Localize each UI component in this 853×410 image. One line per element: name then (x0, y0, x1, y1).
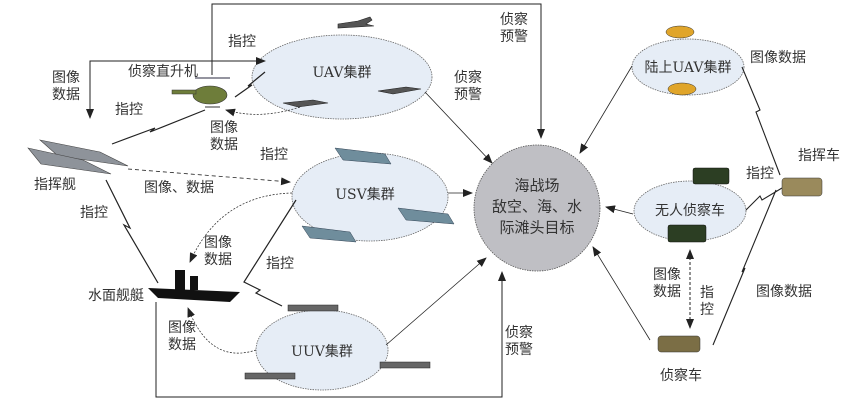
surface-vessel-icon (148, 270, 240, 302)
edge-label-image-data-7: 图像数据 (756, 284, 812, 300)
edge-label-command-4: 指控 (80, 205, 108, 221)
command-ship-label: 指挥舰 (34, 177, 76, 193)
edge-uuv-image-to-surface (187, 307, 257, 354)
edge-label-command-1: 指控 (228, 34, 256, 50)
land-uav-cluster-ellipse (631, 38, 745, 96)
recon-vehicle-icon (657, 335, 701, 353)
edge-label-recon-warning-3: 侦察预警 (505, 325, 533, 358)
edge-label-image-data-3: 图像数据 (204, 235, 232, 268)
fighter-jet-icon (282, 16, 422, 108)
recon-vehicle-label: 侦察车 (660, 368, 702, 384)
edge-usv-uuv-link (243, 199, 297, 307)
edge-label-command-2: 指控 (115, 102, 143, 118)
edge-recon-vehicle-command-vehicle (712, 189, 777, 346)
battlefield-target-circle (473, 144, 601, 272)
battlefield-target-label: 海战场 敌空、海、水 际滩头目标 (482, 176, 592, 239)
unmanned-recon-vehicle-label: 无人侦察车 (655, 203, 725, 219)
target-line-2: 敌空、海、水 (491, 197, 582, 216)
edge-label-image-comma-data: 图像、数据 (144, 180, 214, 196)
edge-label-image-data-5: 图像数据 (750, 50, 806, 66)
edge-label-recon-warning-2: 侦察预警 (454, 70, 482, 103)
land-uav-helicopter-icon (665, 25, 697, 96)
edge-ship-to-usv (127, 168, 291, 186)
target-line-1: 海战场 (514, 176, 560, 195)
command-vehicle-label: 指挥车 (798, 148, 840, 164)
edge-label-image-data-1: 图像数据 (52, 70, 80, 103)
edge-heli-uav-link (234, 71, 266, 98)
edge-command-vehicle-to-unmanned (745, 187, 783, 211)
edge-label-image-data-4: 图像数据 (168, 320, 196, 353)
edge-land-uav-command-vehicle (741, 66, 781, 176)
edge-label-command-7: 指控 (700, 285, 714, 318)
edge-label-recon-warning-1: 侦察预警 (500, 12, 528, 45)
land-uav-cluster-label: 陆上UAV集群 (644, 60, 732, 76)
usv-ship-icon (301, 147, 455, 243)
target-line-3: 际滩头目标 (499, 218, 575, 237)
command-vehicle-icon (781, 177, 823, 197)
edge-uav-to-target (424, 91, 493, 164)
recon-helicopter-icon (171, 77, 230, 108)
edge-usv-image-to-surface (189, 192, 293, 263)
edge-ship-heli-link (111, 109, 206, 145)
unmanned-recon-car-icon (667, 167, 730, 243)
surface-vessel-label: 水面舰艇 (88, 288, 144, 304)
command-ship-icon (27, 139, 129, 175)
edge-label-image-data-6: 图像数据 (653, 267, 681, 300)
edge-label-command-6: 指控 (746, 166, 774, 182)
edge-uav-image-to-heli (225, 106, 301, 117)
edge-heli-to-top (211, 3, 545, 139)
uuv-vessel-icon (244, 304, 431, 380)
edge-label-command-5: 指控 (266, 256, 294, 272)
edge-uuv-to-target (385, 257, 487, 346)
usv-cluster-label: USV集群 (335, 187, 395, 203)
edge-label-command-3: 指控 (260, 147, 288, 163)
edge-ship-surface-link (105, 179, 159, 284)
edge-label-image-data-2: 图像数据 (210, 120, 238, 153)
uav-cluster-ellipse (251, 34, 433, 120)
edge-surface-to-target-bottom (155, 271, 506, 398)
edge-unmanned-car-to-target (605, 205, 634, 215)
uav-cluster-label: UAV集群 (312, 65, 372, 81)
uuv-cluster-label: UUV集群 (291, 344, 353, 360)
edge-land-uav-to-target (579, 65, 633, 154)
edge-recon-vehicle-to-target (592, 246, 651, 341)
recon-helicopter-label: 侦察直升机 (128, 64, 198, 80)
